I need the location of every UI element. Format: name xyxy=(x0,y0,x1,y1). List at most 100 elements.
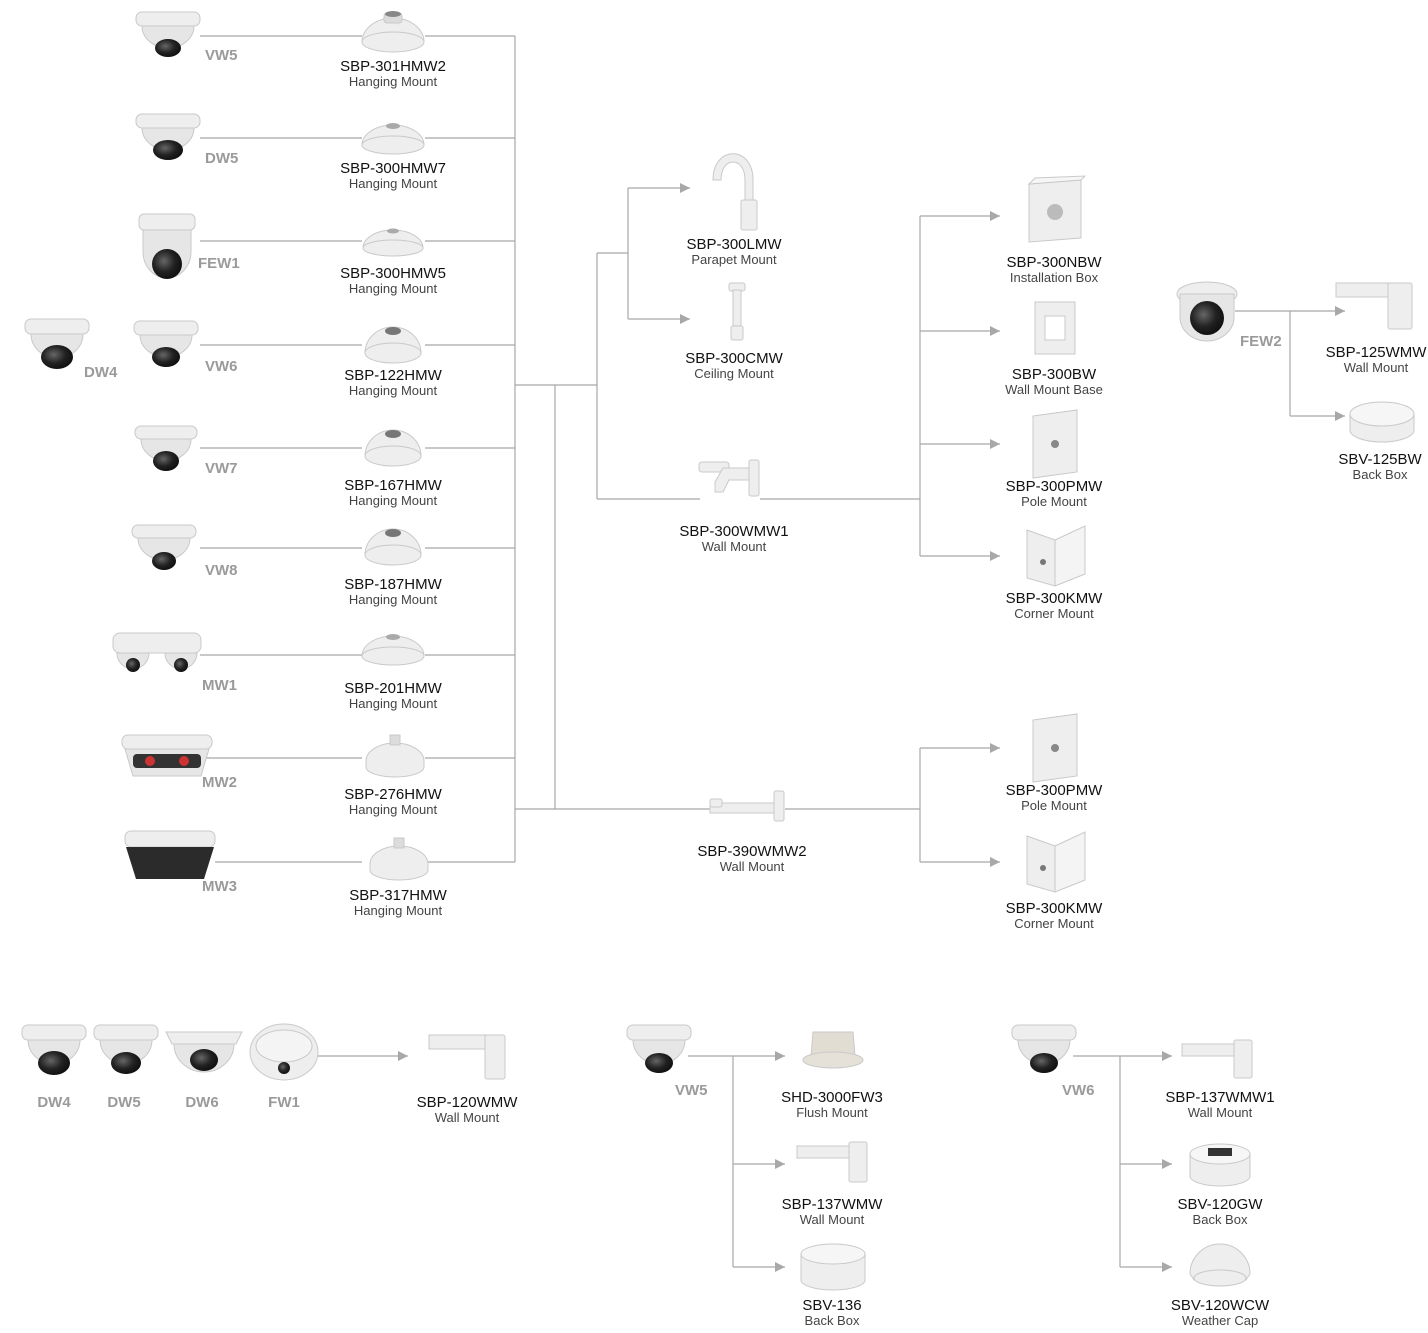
sbp-137wmw-image xyxy=(796,1141,868,1183)
camera-label-dw5: DW5 xyxy=(205,150,239,167)
dw6-bottom-camera-image xyxy=(165,1031,243,1073)
camera-label-vw6: VW6 xyxy=(205,358,238,375)
camera-label-vw8: VW8 xyxy=(205,562,238,579)
vw6-camera-image xyxy=(133,320,199,367)
sbv-136-image xyxy=(800,1243,866,1291)
sbv-120wcw-image xyxy=(1189,1243,1251,1287)
sbp-300bw-image xyxy=(1034,301,1076,355)
mount-description: Hanging Mount xyxy=(348,383,438,398)
shd-3000fw3-image xyxy=(802,1031,864,1069)
camera-label-mw3: MW3 xyxy=(202,878,237,895)
vw7-camera-image xyxy=(134,425,198,471)
mount-description: Installation Box xyxy=(1009,270,1099,285)
mount-model: SBP-300WMW1 xyxy=(679,523,789,540)
vw6-bottom-camera-image xyxy=(1011,1024,1077,1073)
mount-model: SBV-120GW xyxy=(1177,1196,1263,1213)
camera-label-few1: FEW1 xyxy=(198,255,240,272)
fw1-bottom-camera-image xyxy=(249,1023,319,1081)
mount-description: Corner Mount xyxy=(1014,916,1094,931)
sbp-300hmw5-image xyxy=(362,228,424,257)
mount-model: SBP-137WMW xyxy=(781,1196,883,1213)
mount-description: Wall Mount xyxy=(701,539,767,554)
mount-description: Hanging Mount xyxy=(348,281,438,296)
camera-label-mw2: MW2 xyxy=(202,774,237,791)
mount-description: Parapet Mount xyxy=(691,252,777,267)
mount-description: Wall Mount xyxy=(434,1110,500,1125)
mount-description: Wall Mount xyxy=(1343,360,1409,375)
mount-description: Hanging Mount xyxy=(348,74,438,89)
camera-label-vw5: VW5 xyxy=(205,47,238,64)
mount-description: Hanging Mount xyxy=(348,176,438,191)
sbp-120wmw-image xyxy=(428,1034,506,1080)
sbp-300pmw-b-image xyxy=(1032,713,1078,783)
mount-description: Hanging Mount xyxy=(348,802,438,817)
mount-model: SBP-122HMW xyxy=(344,367,442,384)
mount-model: SBP-201HMW xyxy=(344,680,442,697)
sbp-137wmw1-image xyxy=(1181,1039,1253,1079)
sbp-300hmw7-image xyxy=(361,123,425,155)
camera-label-vw6-bottom: VW6 xyxy=(1062,1082,1095,1099)
mount-description: Weather Cap xyxy=(1181,1313,1259,1328)
mount-description: Hanging Mount xyxy=(348,493,438,508)
vw8-camera-image xyxy=(131,524,197,570)
mount-model: SBP-300LMW xyxy=(686,236,782,253)
mount-model: SBV-136 xyxy=(802,1297,862,1314)
camera-label-vw5-bottom: VW5 xyxy=(675,1082,708,1099)
mount-description: Back Box xyxy=(1192,1212,1248,1227)
dw4-bottom-camera-image xyxy=(21,1024,87,1075)
mount-model: SBP-276HMW xyxy=(344,786,442,803)
camera-label-dw4-bottom: DW4 xyxy=(37,1094,71,1111)
mount-model: SHD-3000FW3 xyxy=(781,1089,883,1106)
camera-label-dw4: DW4 xyxy=(84,364,118,381)
dw5-bottom-camera-image xyxy=(93,1024,159,1074)
sbp-301hmw2-image xyxy=(361,11,425,53)
mount-model: SBP-120WMW xyxy=(416,1094,518,1111)
camera-label-dw5-bottom: DW5 xyxy=(107,1094,141,1111)
vw5-camera-image xyxy=(135,11,201,57)
mount-description: Pole Mount xyxy=(1021,798,1087,813)
mount-model: SBP-300HMW5 xyxy=(340,265,446,282)
mount-model: SBP-317HMW xyxy=(349,887,447,904)
mount-description: Ceiling Mount xyxy=(694,366,774,381)
camera-label-fw1-bottom: FW1 xyxy=(268,1094,300,1111)
mount-model: SBP-300KMW xyxy=(1005,590,1103,607)
mount-model: SBP-300KMW xyxy=(1005,900,1103,917)
sbv-125bw-image xyxy=(1349,401,1415,443)
mount-description: Wall Mount Base xyxy=(1005,382,1103,397)
sbp-317hmw-image xyxy=(369,837,429,881)
sbp-122hmw-image xyxy=(364,326,422,364)
few2-camera-image xyxy=(1176,281,1238,342)
mount-description: Wall Mount xyxy=(1187,1105,1253,1120)
sbv-120gw-image xyxy=(1189,1143,1251,1187)
mount-description: Flush Mount xyxy=(796,1105,868,1120)
mount-model: SBP-300BW xyxy=(1011,366,1097,383)
mount-model: SBP-125WMW xyxy=(1325,344,1427,361)
mount-model: SBP-300HMW7 xyxy=(340,160,446,177)
mount-description: Wall Mount xyxy=(719,859,785,874)
sbp-300cmw-image xyxy=(728,282,746,341)
sbp-300kmw-b-image xyxy=(1026,831,1086,893)
mount-description: Back Box xyxy=(1352,467,1408,482)
mw1-camera-image xyxy=(112,632,202,672)
mount-description: Wall Mount xyxy=(799,1212,865,1227)
mount-model: SBP-167HMW xyxy=(344,477,442,494)
mount-model: SBP-390WMW2 xyxy=(697,843,807,860)
mount-model: SBP-300CMW xyxy=(685,350,783,367)
sbp-201hmw-image xyxy=(361,634,425,666)
camera-label-few2: FEW2 xyxy=(1240,333,1282,350)
dw4-side-camera-image xyxy=(24,318,90,369)
camera-label-vw7: VW7 xyxy=(205,460,238,477)
mount-model: SBP-301HMW2 xyxy=(340,58,446,75)
sbp-300lmw-image xyxy=(712,153,758,231)
mount-model: SBV-125BW xyxy=(1338,451,1422,468)
sbp-300nbw-image xyxy=(1027,175,1087,243)
mount-model: SBP-187HMW xyxy=(344,576,442,593)
mount-model: SBP-137WMW1 xyxy=(1165,1089,1275,1106)
sbp-187hmw-image xyxy=(364,528,422,566)
dw5-camera-image xyxy=(135,113,201,160)
mount-description: Hanging Mount xyxy=(348,696,438,711)
mount-model: SBP-300PMW xyxy=(1005,782,1103,799)
mount-description: Pole Mount xyxy=(1021,494,1087,509)
mw3-camera-image xyxy=(124,830,216,879)
sbp-300kmw-a-image xyxy=(1026,525,1086,587)
